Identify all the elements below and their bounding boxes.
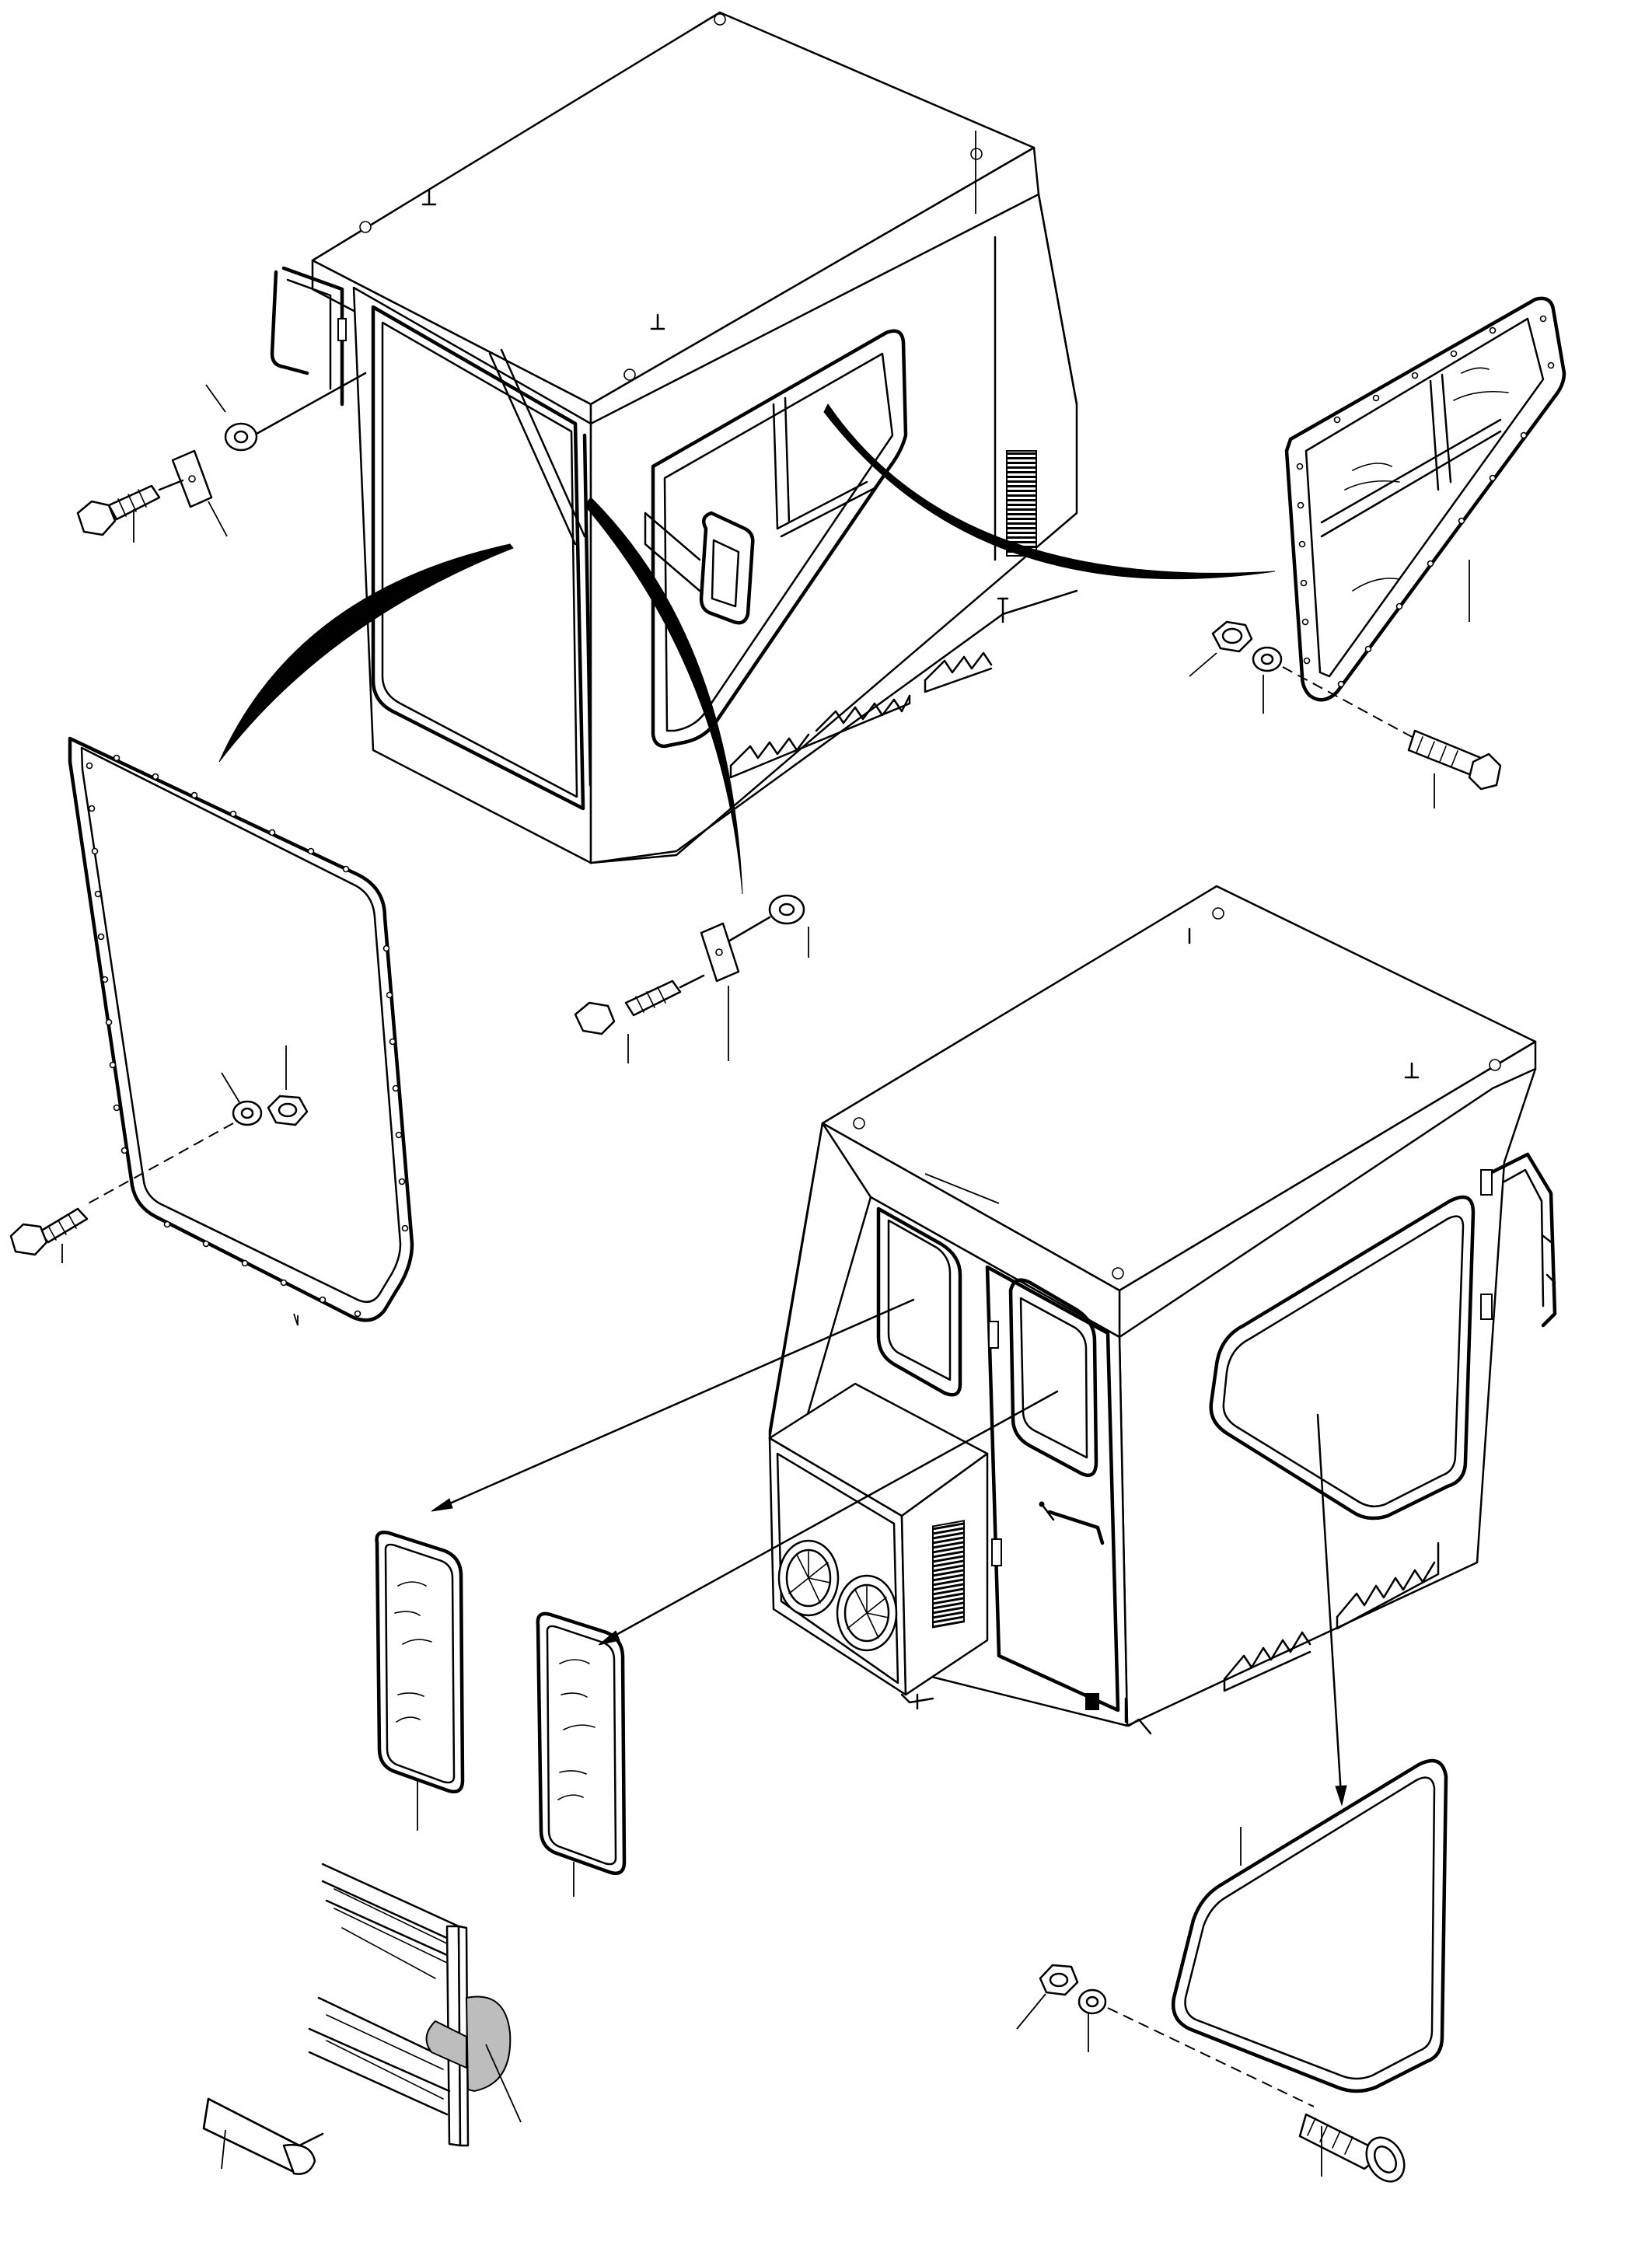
lower-cab-body: [768, 885, 1557, 1735]
rear-glass-left: [9, 736, 414, 1322]
small-glass-panel-b: [536, 1611, 627, 1876]
side-glass-upper-right: [1284, 296, 1566, 702]
lower-step-brackets: [1085, 1541, 1440, 1735]
seal-section-detail: [202, 1863, 512, 2175]
side-glass-lower-right: [1171, 1758, 1448, 2093]
condenser-fans: [777, 1539, 898, 1652]
small-glass-panel-a: [375, 1531, 465, 1794]
hardware-lower-right: [1039, 1964, 1406, 2183]
straight-leader-arrows: [431, 1298, 1347, 1807]
hardware-middle: [574, 894, 805, 1035]
assembly-leader-curves: [218, 403, 1276, 895]
step-brackets: [729, 597, 1009, 779]
upper-cab-body: [270, 11, 1078, 864]
hardware-upper-right: [1211, 620, 1502, 791]
hardware-upper-left: [76, 372, 367, 536]
callout-leader-lines: [61, 131, 1470, 2177]
